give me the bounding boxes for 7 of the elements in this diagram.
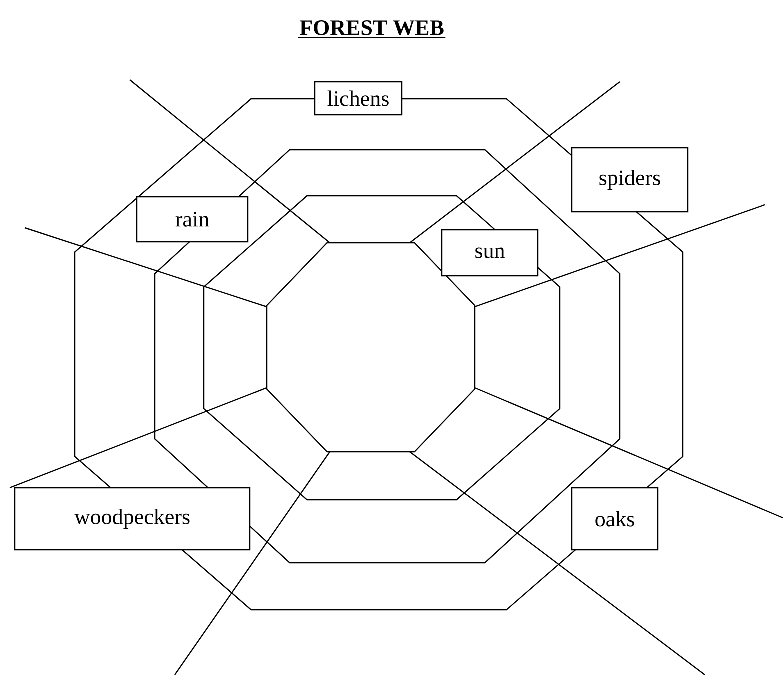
label-box: sun — [441, 229, 539, 277]
label-box: rain — [136, 196, 249, 243]
label-box: spiders — [571, 147, 689, 213]
label-box: oaks — [571, 487, 659, 551]
title: FOREST WEB — [298, 20, 446, 38]
label-box: lichens — [314, 81, 403, 116]
label-box: woodpeckers — [14, 487, 251, 551]
